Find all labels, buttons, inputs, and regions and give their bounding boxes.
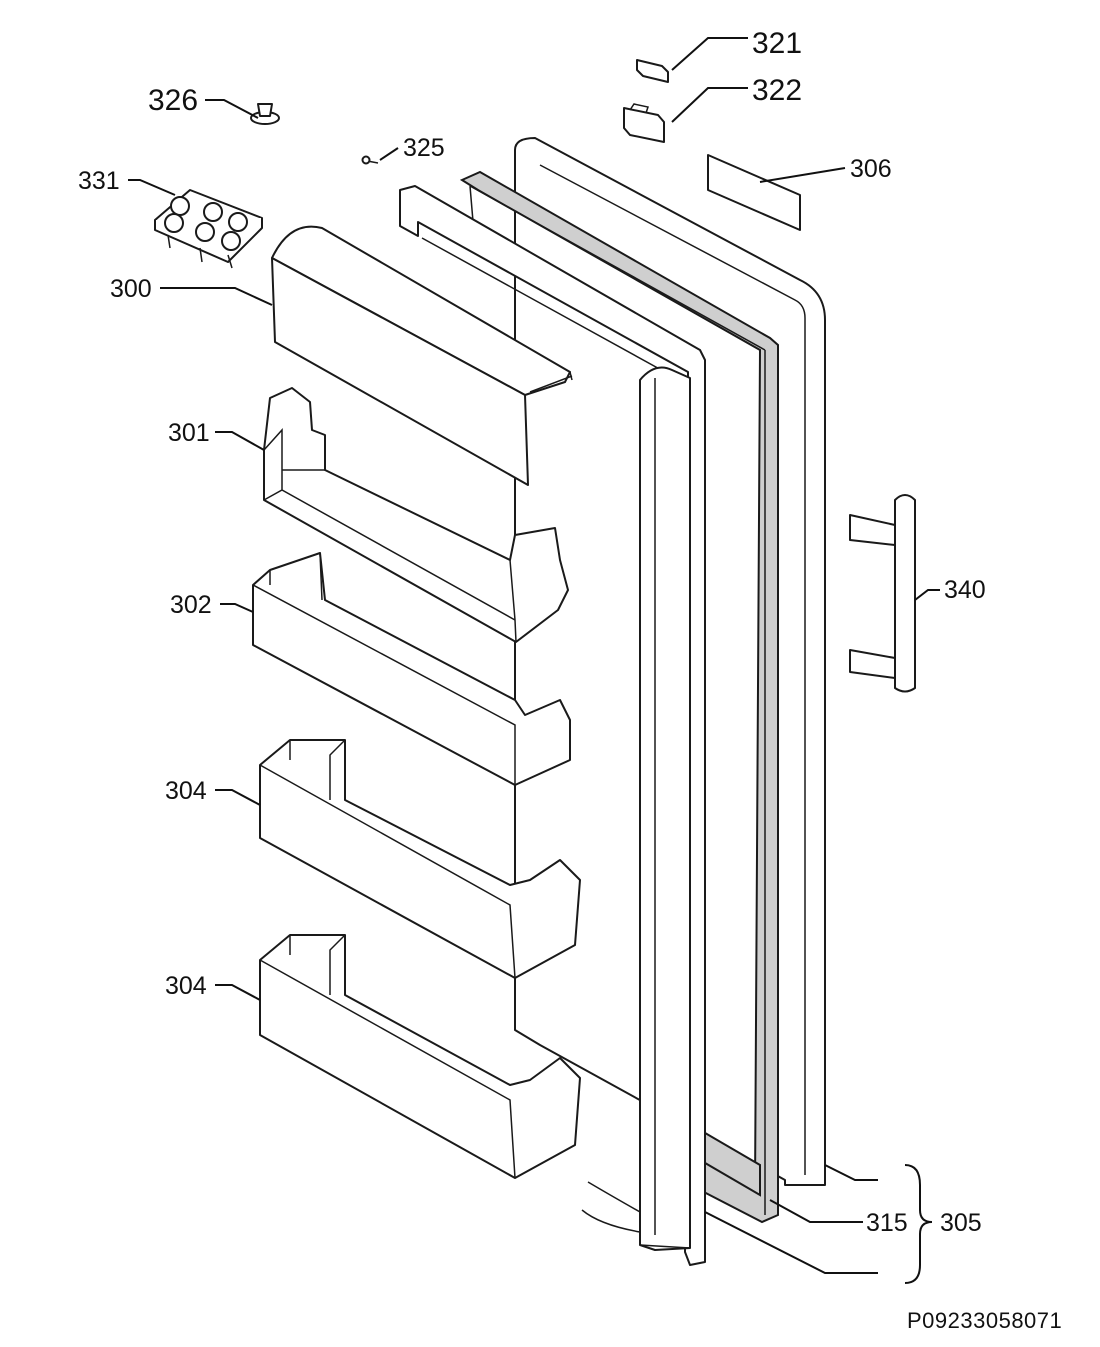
- callout-331: 331: [78, 167, 120, 195]
- drawing-number: P09233058071: [907, 1308, 1062, 1333]
- label-plate: [707, 154, 801, 231]
- door-shelf-304-lower: [259, 934, 581, 1179]
- callout-321: 321: [752, 27, 802, 60]
- callout-301: 301: [168, 419, 210, 447]
- callout-340: 340: [944, 576, 986, 604]
- callout-322: 322: [752, 74, 802, 107]
- door-shelf-304-upper: [259, 739, 581, 979]
- door-shelf-302: [252, 552, 571, 786]
- callout-302: 302: [170, 591, 212, 619]
- hinge-cover-322: [623, 103, 665, 143]
- cover-cap-321: [636, 59, 669, 83]
- callout-326: 326: [148, 84, 198, 117]
- callout-325: 325: [403, 134, 445, 162]
- callout-306: 306: [850, 155, 892, 183]
- leader-lines: [128, 37, 940, 1284]
- callout-315: 315: [866, 1209, 908, 1237]
- callout-300: 300: [110, 275, 152, 303]
- egg-tray: [154, 189, 263, 269]
- inner-liner-frame: [399, 185, 706, 1266]
- screw-325: [361, 155, 379, 165]
- door-handle: [849, 494, 916, 693]
- callout-304-lower: 304: [165, 972, 207, 1000]
- plug-326: [250, 103, 280, 125]
- dairy-compartment-cover: [271, 225, 573, 486]
- callout-305: 305: [940, 1209, 982, 1237]
- door-shelf-301: [263, 387, 569, 643]
- callout-304-upper: 304: [165, 777, 207, 805]
